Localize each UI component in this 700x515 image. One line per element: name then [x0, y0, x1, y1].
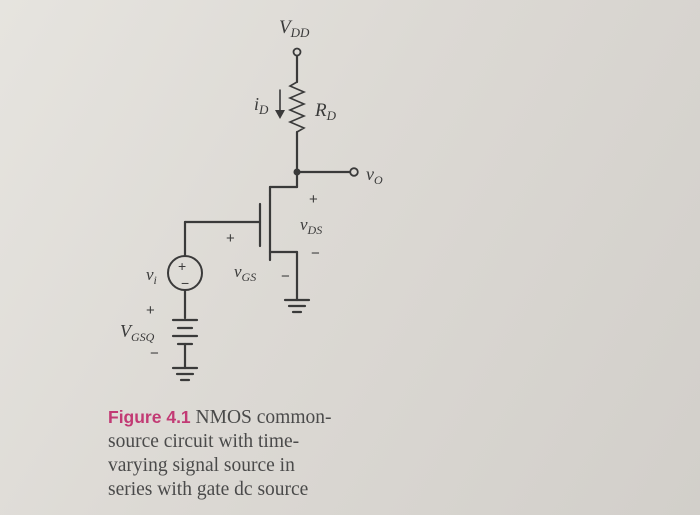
vgsq-label: VGSQ — [120, 321, 155, 344]
vds-minus: − — [311, 245, 320, 262]
id-label: iD — [254, 94, 269, 117]
rd-label: RD — [314, 100, 337, 123]
output-terminal — [349, 167, 359, 177]
signal-source-plus: + — [178, 258, 186, 274]
caption-line-4: series with gate dc source — [108, 479, 309, 500]
vgsq-plus: + — [146, 302, 155, 319]
signal-source-minus: − — [181, 275, 189, 291]
vgs-plus: + — [226, 230, 235, 247]
vo-label: vO — [366, 164, 383, 187]
caption-line-3: varying signal source in — [108, 455, 295, 476]
vgs-minus: − — [281, 268, 290, 285]
caption-line-2: source circuit with time- — [108, 431, 300, 452]
vds-plus: + — [309, 191, 318, 208]
caption-line-1: Figure 4.1 NMOS common- — [108, 405, 408, 430]
vgsq-minus: − — [150, 345, 159, 362]
vds-label: vDS — [300, 215, 322, 237]
current-arrow-head — [275, 110, 285, 119]
vi-label: vi — [146, 265, 157, 287]
drain-resistor — [287, 81, 307, 133]
vdd-terminal — [292, 47, 302, 57]
figure-caption: Figure 4.1 NMOS common- source circuit w… — [108, 405, 408, 502]
vdd-label: VDD — [279, 17, 310, 40]
figure-number: Figure 4.1 — [108, 407, 191, 427]
caption-text-1: NMOS common- — [195, 407, 332, 428]
vgs-label: vGS — [234, 262, 256, 284]
